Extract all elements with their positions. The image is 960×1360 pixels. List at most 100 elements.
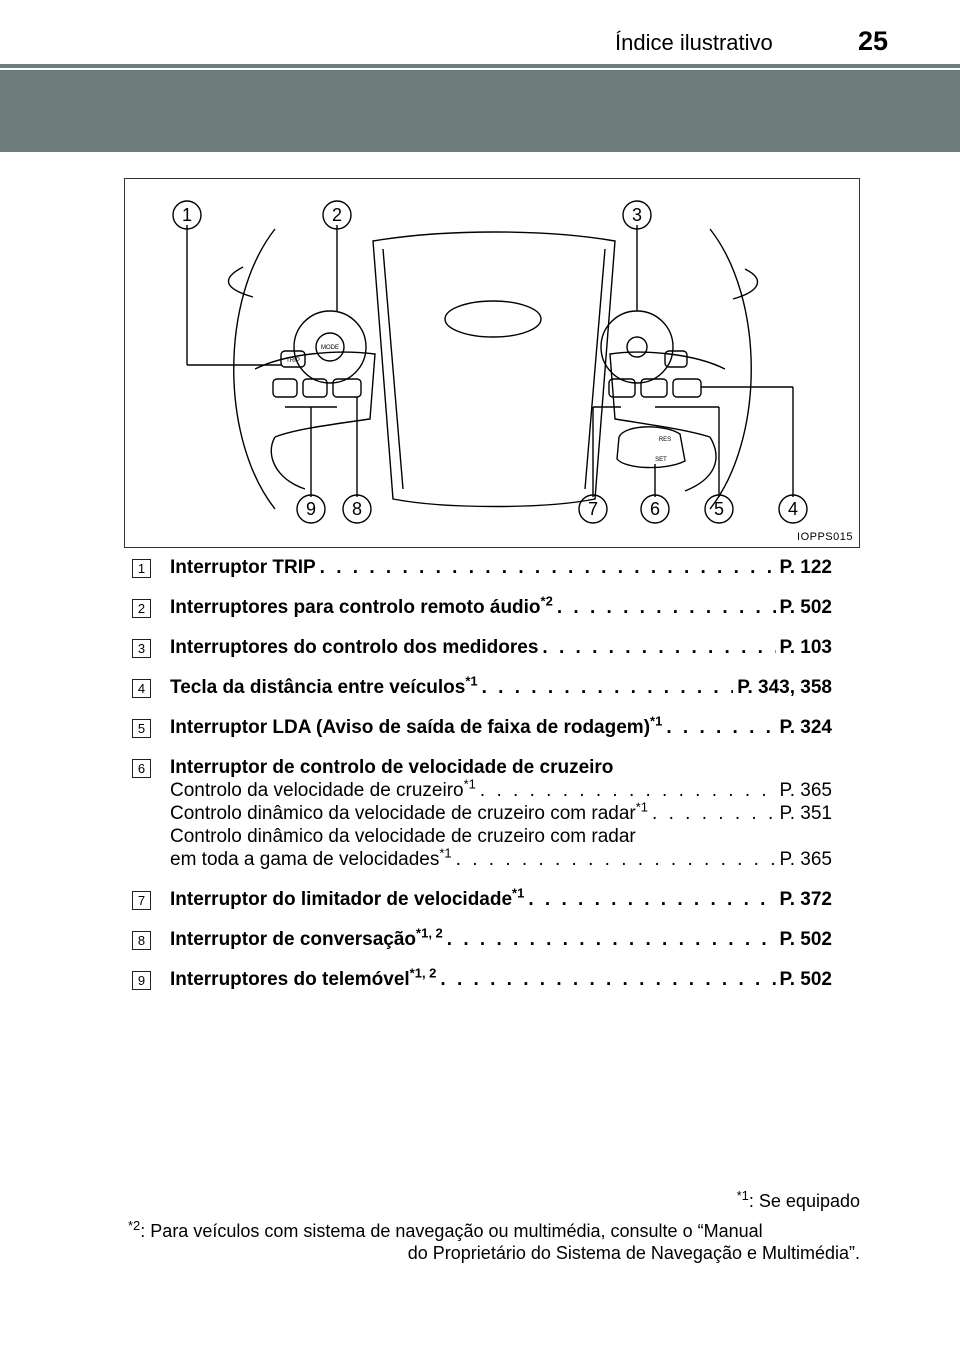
callout-circle-8 bbox=[342, 494, 372, 524]
callout-circle-1 bbox=[172, 200, 202, 230]
entry-row-footnote-ref: *1 bbox=[512, 885, 525, 901]
entry-row-leader: . . . . . . . . . . . . . . . . . . . . … bbox=[542, 637, 775, 658]
set-label: SET bbox=[655, 457, 667, 463]
entry-row-leader: . . . . . . . . . . . . . . . . . . . . … bbox=[481, 677, 734, 698]
callout-number-3: 3 bbox=[632, 205, 642, 225]
callout-item-number: 9 bbox=[132, 971, 151, 990]
callout-circle-9 bbox=[296, 494, 326, 524]
wheel-rim-right-top bbox=[732, 268, 759, 300]
entry-row-leader: . . . . . . . . . . . . . . . . . . . . … bbox=[528, 889, 775, 910]
wheel-hub bbox=[372, 231, 616, 508]
entry-row-label: Interruptores do telemóvel*1, 2 bbox=[170, 965, 437, 990]
callout-circle-4 bbox=[778, 494, 808, 524]
entry-row: Interruptores para controlo remoto áudio… bbox=[170, 595, 832, 619]
entry-row-label: Interruptor TRIP bbox=[170, 557, 316, 578]
callout-item-9: 9 Interruptores do telemóvel*1, 2 . . . .… bbox=[132, 965, 832, 991]
callout-item-number: 6 bbox=[132, 759, 151, 778]
audio-control-pad bbox=[293, 310, 367, 384]
hub-edge-right bbox=[584, 248, 606, 490]
entry-row-page-ref: P. 502 bbox=[779, 597, 832, 618]
footnote-1-mark: *1 bbox=[736, 1188, 749, 1203]
callout-item-1: 1 Interruptor TRIP . . . . . . . . . . . … bbox=[132, 556, 832, 579]
entry-row-label: Interruptores do controlo dos medidores bbox=[170, 637, 539, 658]
footnote-2-mark: *2 bbox=[128, 1218, 141, 1233]
entry-row: Interruptor LDA (Aviso de saída de faixa… bbox=[170, 713, 832, 739]
entry-row-label: Interruptor LDA (Aviso de saída de faixa… bbox=[170, 713, 663, 738]
entry-row-page-ref: P. 502 bbox=[779, 929, 832, 950]
entry-row-page-ref: P. 502 bbox=[779, 969, 832, 990]
callout-circle-2 bbox=[322, 200, 352, 230]
footnotes: *1: Se equipado *2: Para veículos com si… bbox=[128, 1188, 860, 1264]
callout-list: 1 Interruptor TRIP . . . . . . . . . . . … bbox=[132, 556, 832, 991]
callout-item-6: 6 Interruptor de controlo de velocidade d… bbox=[132, 756, 832, 871]
talk-button bbox=[332, 378, 362, 398]
entry-row-page-ref: P. 343, 358 bbox=[737, 677, 832, 698]
subitem-1: Controlo da velocidade de cruzeiro*1 . .… bbox=[170, 776, 832, 802]
hub-edge-left bbox=[382, 248, 404, 490]
callout-circle-7 bbox=[578, 494, 608, 524]
entry-row-page-ref: P. 103 bbox=[779, 637, 832, 658]
subitem-1-footnote-ref: *1 bbox=[463, 776, 476, 792]
header-band bbox=[0, 70, 960, 152]
center-emblem bbox=[444, 300, 542, 338]
entry-row-leader: . . . . . . . . . . . . . . . . . . . . … bbox=[319, 557, 776, 578]
callout-item-heading: Interruptor de controlo de velocidade de… bbox=[170, 757, 614, 778]
subitem-3-leader: . . . . . . . . . . . . . . . . . . . . … bbox=[455, 849, 776, 870]
entry-row-footnote-ref: *1 bbox=[465, 673, 478, 689]
subitem-3-page-ref: P. 365 bbox=[779, 849, 832, 870]
back-button bbox=[664, 350, 688, 368]
footnote-2: *2: Para veículos com sistema de navegaç… bbox=[128, 1218, 860, 1264]
callout-number-5: 5 bbox=[714, 499, 724, 519]
entry-row-leader: . . . . . . . . . . . . . . . . . . . . … bbox=[666, 717, 775, 738]
section-title: Índice ilustrativo bbox=[615, 30, 773, 55]
entry-row: Interruptores do controlo dos medidores … bbox=[170, 636, 832, 659]
entry-row-footnote-ref: *1, 2 bbox=[416, 925, 443, 941]
callout-circle-6 bbox=[640, 494, 670, 524]
meter-center-button bbox=[626, 336, 648, 358]
entry-row-page-ref: P. 122 bbox=[779, 557, 832, 578]
subitem-1-leader: . . . . . . . . . . . . . . . . . . . . … bbox=[479, 780, 776, 801]
callout-number-9: 9 bbox=[306, 499, 316, 519]
header-rule bbox=[0, 64, 960, 68]
entry-row: Interruptor de conversação*1, 2 . . . . … bbox=[170, 925, 832, 951]
footnote-1: *1: Se equipado bbox=[128, 1188, 860, 1212]
subitem-2: Controlo dinâmico da velocidade de cruze… bbox=[170, 799, 832, 825]
mode-button bbox=[315, 332, 345, 362]
steering-wheel-figure: 1 2 3 4 5 6 7 8 9 TRIP MODE RES SET IOPP… bbox=[124, 178, 860, 548]
entry-row: Interruptor TRIP . . . . . . . . . . . .… bbox=[170, 556, 832, 579]
callout-number-6: 6 bbox=[650, 499, 660, 519]
entry-row: Tecla da distância entre veículos*1 . . … bbox=[170, 673, 832, 699]
wheel-rim-left-outer bbox=[233, 228, 276, 510]
right-spoke bbox=[609, 351, 726, 438]
mode-button-label: MODE bbox=[321, 345, 339, 351]
left-spoke-lower bbox=[270, 436, 306, 490]
entry-row-leader: . . . . . . . . . . . . . . . . . . . . … bbox=[556, 597, 776, 618]
subitem-label-line1: Controlo dinâmico da velocidade de cruze… bbox=[170, 826, 636, 847]
entry-row-label: Interruptor de conversação*1, 2 bbox=[170, 925, 443, 950]
trip-button bbox=[280, 350, 306, 368]
callout-number-7: 7 bbox=[588, 499, 598, 519]
footnote-2-line1: : Para veículos com sistema de navegação… bbox=[140, 1221, 763, 1241]
entry-row-leader: . . . . . . . . . . . . . . . . . . . . … bbox=[440, 969, 775, 990]
subitem-2-label: Controlo dinâmico da velocidade de cruze… bbox=[170, 799, 649, 824]
left-spoke bbox=[254, 351, 376, 438]
entry-row-label: Interruptor do limitador de velocidade*1 bbox=[170, 885, 525, 910]
callout-number-1: 1 bbox=[182, 205, 192, 225]
trip-button-label: TRIP bbox=[286, 358, 300, 364]
entry-row-footnote-ref: *1 bbox=[650, 713, 663, 729]
callout-item-number: 5 bbox=[132, 719, 151, 738]
figure-code: IOPPS015 bbox=[797, 531, 853, 543]
callout-item-5: 5 Interruptor LDA (Aviso de saída de faix… bbox=[132, 713, 832, 739]
callout-item-number: 1 bbox=[132, 559, 151, 578]
subitem-1-page-ref: P. 365 bbox=[779, 780, 832, 801]
entry-row-leader: . . . . . . . . . . . . . . . . . . . . … bbox=[446, 929, 776, 950]
entry-row-label: Tecla da distância entre veículos*1 bbox=[170, 673, 478, 698]
subitem-2-page-ref: P. 351 bbox=[779, 803, 832, 824]
cruise-control-lever bbox=[616, 426, 686, 469]
subitem-2-leader: . . . . . . . . . . . . . . . . . . . . … bbox=[652, 803, 776, 824]
entry-row: Interruptores do telemóvel*1, 2 . . . . … bbox=[170, 965, 832, 991]
